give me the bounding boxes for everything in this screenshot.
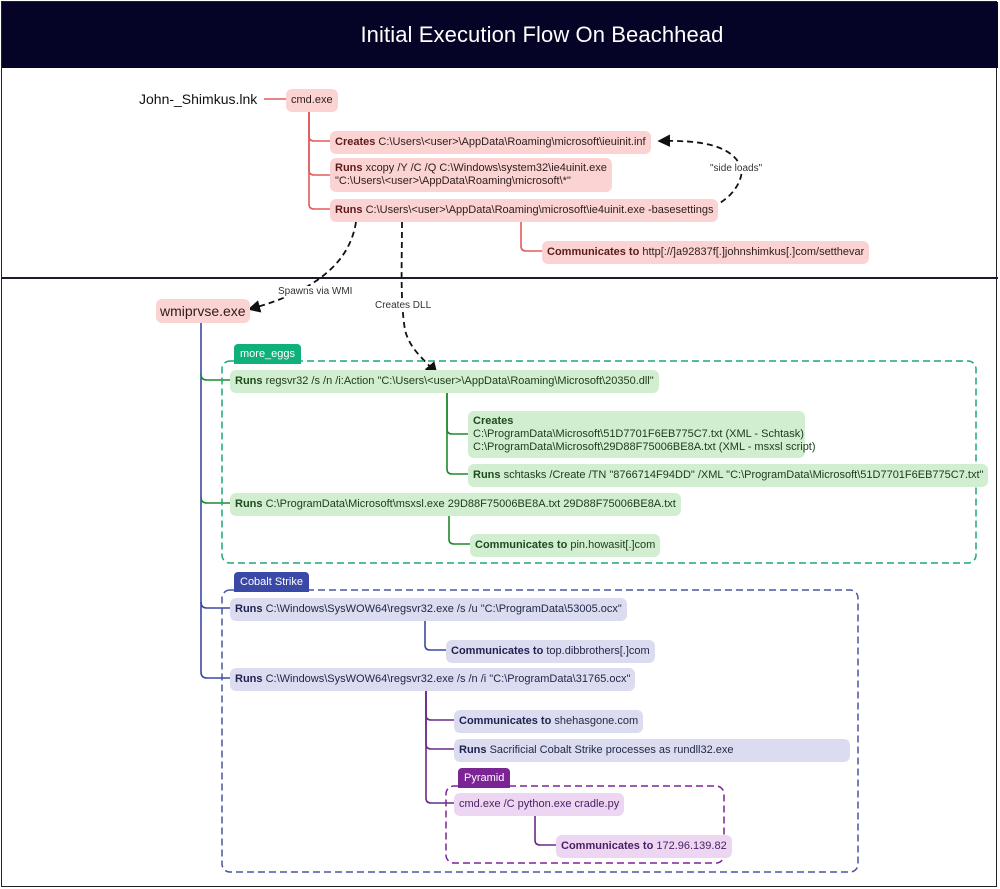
diagram-title: Initial Execution Flow On Beachhead [360, 22, 724, 47]
creates-dll-arrow [400, 221, 438, 375]
link-runs1-schtasks [446, 391, 468, 475]
domain-text: pin.howasit[.]com [570, 539, 656, 551]
link-wmi-cs-runs1 [200, 601, 230, 609]
communicates-c2-node: Communicates to http[://]a92837f[.]johns… [542, 241, 870, 264]
link-wmi-me-runs2 [200, 496, 230, 504]
spawns-wmi-label: Spawns via WMI [276, 286, 355, 297]
more-eggs-group [221, 360, 977, 564]
verb-label: Runs [473, 469, 501, 481]
runs-sacrificial-node: Runs Sacrificial Cobalt Strike processes… [454, 739, 850, 762]
url-text: http[://]a92837f[.]johnshimkus[.]com/set… [642, 246, 865, 258]
verb-label: Runs [235, 603, 263, 615]
verb-label: Communicates to [475, 539, 568, 551]
verb-label: Runs [335, 204, 363, 216]
command-text: cmd.exe /C python.exe cradle.py [459, 798, 620, 810]
pyramid-cmd-node: cmd.exe /C python.exe cradle.py [454, 793, 625, 816]
wmiprvse-label: wmiprvse.exe [160, 303, 246, 319]
spawns-wmi-arrow [247, 221, 357, 313]
verb-label: Runs [459, 744, 487, 756]
verb-label: Creates [335, 136, 376, 148]
creates-xml-node: Creates C:\ProgramData\Microsoft\51D7701… [468, 411, 816, 458]
link-cmd-runs [308, 110, 330, 210]
verb-label: Runs [235, 498, 263, 510]
link-cmd-xcopy [308, 110, 330, 176]
command-text: xcopy /Y /C /Q C:\Windows\system32\ie4ui… [365, 162, 607, 174]
command-text: schtasks /Create /TN "8766714F94DD" /XML… [503, 469, 984, 481]
verb-label: Communicates to [451, 645, 544, 657]
command-text: C:\Windows\SysWOW64\regsvr32.exe /s /n /… [265, 673, 631, 685]
communicates-dibbrothers-node: Communicates to top.dibbrothers[.]com [446, 640, 655, 663]
wmiprvse-node: wmiprvse.exe [156, 299, 250, 323]
side-loads-label: "side loads" [708, 163, 765, 174]
cmd-exe-label: cmd.exe [291, 94, 333, 106]
runs-regsvr32-dll-node: Runs regsvr32 /s /n /i:Action "C:\Users\… [230, 370, 659, 393]
link-runs-communicates [520, 220, 542, 252]
runs-regsvr32-31765-node: Runs C:\Windows\SysWOW64\regsvr32.exe /s… [230, 668, 636, 691]
pyramid-group [445, 785, 725, 864]
lnk-file-node: John-_Shimkus.lnk [139, 91, 258, 107]
command-text: C:\Windows\SysWOW64\regsvr32.exe /s /u "… [265, 603, 622, 615]
communicates-ip-node: Communicates to 172.96.139.82 [556, 835, 732, 858]
verb-label: Creates [473, 415, 514, 427]
verb-label: Communicates to [547, 246, 640, 258]
cobalt-strike-tag: Cobalt Strike [234, 572, 309, 592]
communicates-shehasgone-node: Communicates to shehasgone.com [454, 710, 644, 733]
domain-text: top.dibbrothers[.]com [546, 645, 650, 657]
section-divider [2, 277, 998, 279]
runs-regsvr32-53005-node: Runs C:\Windows\SysWOW64\regsvr32.exe /s… [230, 598, 627, 621]
link-pyramid-communicates [534, 814, 556, 846]
link-csruns1-communicates [424, 619, 446, 651]
runs-ie4uinit-node: Runs C:\Users\<user>\AppData\Roaming\mic… [330, 199, 719, 222]
link-runs1-creates [446, 391, 468, 435]
cmd-exe-node: cmd.exe [286, 89, 338, 112]
creates-ieuinit-node: Creates C:\Users\<user>\AppData\Roaming\… [330, 131, 651, 154]
verb-label: Runs [335, 162, 363, 174]
link-runs2-communicates [448, 514, 470, 545]
verb-label: Runs [235, 375, 263, 387]
ip-text: 172.96.139.82 [656, 840, 727, 852]
runs-schtasks-node: Runs schtasks /Create /TN "8766714F94DD"… [468, 464, 989, 487]
verb-label: Communicates to [459, 715, 552, 727]
pyramid-tag: Pyramid [458, 768, 511, 788]
more-eggs-tag: more_eggs [234, 344, 302, 364]
creates-dll-label: Creates DLL [373, 300, 434, 311]
command-text: regsvr32 /s /n /i:Action "C:\Users\<user… [265, 375, 654, 387]
runs-xcopy-node: Runs xcopy /Y /C /Q C:\Windows\system32\… [330, 158, 612, 192]
verb-label: Runs [235, 673, 263, 685]
path-text: C:\Users\<user>\AppData\Roaming\microsof… [378, 136, 646, 148]
command-text: Sacrificial Cobalt Strike processes as r… [489, 744, 734, 756]
link-wmi-trunk [200, 322, 230, 679]
command-text-cont: "C:\Users\<user>\AppData\Roaming\microso… [335, 175, 571, 187]
cobalt-strike-group [221, 589, 859, 873]
link-csruns2-shehasgone [425, 689, 454, 721]
created-file-2: C:\ProgramData\Microsoft\29D88F75006BE8A… [473, 441, 816, 453]
command-text: C:\Users\<user>\AppData\Roaming\microsof… [365, 204, 714, 216]
link-csruns2-sacrificial [425, 689, 454, 750]
domain-text: shehasgone.com [554, 715, 639, 727]
link-wmi-me-runs1 [200, 373, 230, 381]
link-csruns2-pyramid [425, 689, 454, 804]
communicates-howasit-node: Communicates to pin.howasit[.]com [470, 534, 661, 557]
link-cmd-creates [308, 110, 330, 142]
command-text: C:\ProgramData\Microsoft\msxsl.exe 29D88… [265, 498, 676, 510]
created-file-1: C:\ProgramData\Microsoft\51D7701F6EB775C… [473, 428, 804, 440]
title-bar: Initial Execution Flow On Beachhead [2, 2, 998, 68]
runs-msxsl-node: Runs C:\ProgramData\Microsoft\msxsl.exe … [230, 493, 681, 516]
verb-label: Communicates to [561, 840, 654, 852]
